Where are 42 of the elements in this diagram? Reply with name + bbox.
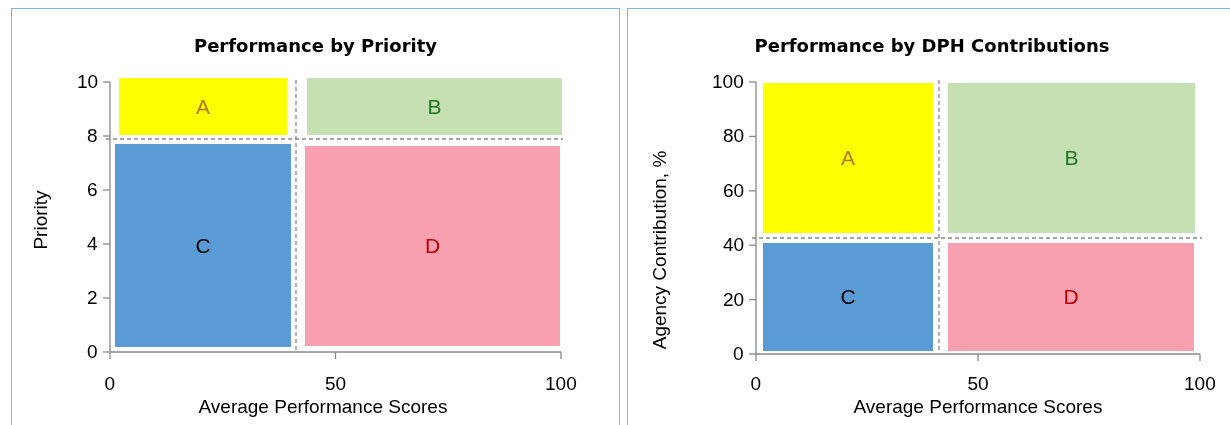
axis-title: Average Performance Scores	[853, 396, 1103, 418]
tick-label: 10	[77, 71, 99, 93]
tick-label: 80	[723, 125, 745, 148]
quadrant-label: A	[841, 146, 855, 170]
quadrant-label: A	[196, 94, 210, 119]
tick-label: 0	[104, 373, 116, 395]
chart-title: Performance by Priority	[192, 35, 439, 56]
quadrant-box	[763, 243, 933, 351]
quadrant-box	[948, 243, 1194, 351]
tick-label: 8	[87, 125, 98, 147]
quadrant-label: C	[840, 285, 856, 309]
quadrant-box	[115, 144, 291, 347]
tick-label: 60	[723, 179, 745, 202]
quadrant-label: D	[1063, 285, 1079, 309]
tick-label: 100	[712, 71, 744, 93]
tick-label: 2	[87, 287, 98, 309]
tick-label: 0	[733, 343, 744, 365]
tick-label: 4	[87, 233, 98, 255]
quadrant-box	[305, 146, 560, 346]
tick-label: 0	[750, 373, 762, 395]
quadrant-box	[119, 78, 287, 135]
quadrant-label: C	[195, 233, 211, 258]
quadrant-label: B	[1064, 146, 1079, 170]
tick-label: 100	[1184, 373, 1216, 395]
quadrant-box	[763, 83, 933, 233]
tick-label: 50	[967, 373, 989, 395]
chart-panel	[11, 8, 620, 425]
tick-label: 20	[723, 288, 745, 311]
axis-title: Priority	[29, 190, 52, 250]
quadrant-label: D	[424, 234, 441, 258]
chart-panel	[627, 8, 1230, 425]
tick-label: 6	[87, 179, 98, 201]
quadrant-box	[948, 83, 1195, 233]
axis-title: Average Performance Scores	[198, 396, 448, 418]
tick-label: 0	[87, 341, 98, 363]
tick-label: 100	[545, 373, 577, 395]
tick-label: 50	[325, 373, 347, 395]
axis-title: Agency Contribution, %	[648, 150, 671, 350]
tick-label: 40	[723, 234, 745, 257]
quadrant-label: B	[427, 94, 442, 119]
quadrant-box	[307, 78, 562, 135]
chart-title: Performance by DPH Contributions	[753, 35, 1111, 56]
